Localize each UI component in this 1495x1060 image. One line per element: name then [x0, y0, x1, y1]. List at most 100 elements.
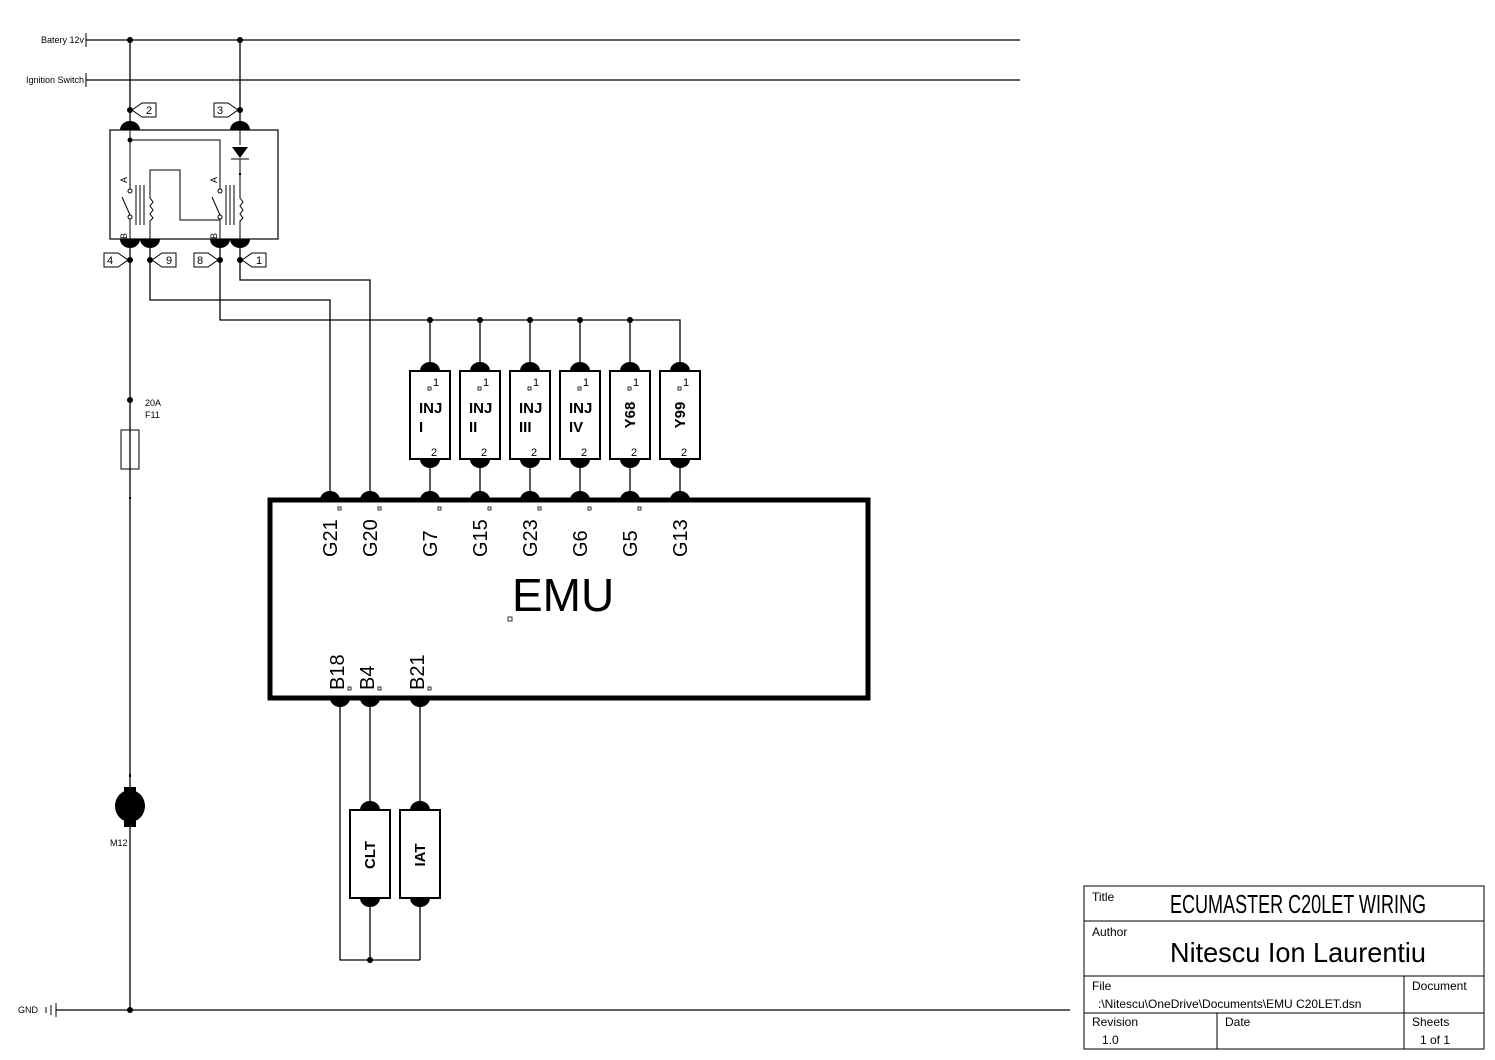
injector-pin1-label: 1 [583, 377, 589, 389]
emu-label: EMU [512, 569, 614, 621]
emu-pin: G6 [570, 491, 592, 557]
pin-marker [477, 386, 482, 391]
injector-pin-cap [420, 362, 440, 371]
injector-label: INJ [419, 400, 442, 417]
pin-marker [437, 506, 442, 511]
injector-pin2-label: 2 [581, 447, 587, 459]
motor-ref: M12 [110, 838, 128, 848]
injector-label: INJ [469, 400, 492, 417]
connector-number: 8 [197, 255, 203, 267]
emu-pin: B18 [327, 654, 352, 707]
junction-dot [127, 397, 133, 403]
connector-tag-shape [151, 252, 177, 268]
pin-marker [577, 386, 582, 391]
sensor-pin-cap [360, 898, 380, 907]
pin-marker [627, 386, 632, 391]
sensor-body [349, 809, 391, 899]
injector-pin1-label: 1 [633, 377, 639, 389]
wire-pin9-g21 [149, 248, 331, 492]
sensor-body [399, 809, 441, 899]
injector-pin1-label: 1 [533, 377, 539, 389]
injector-pin-cap [570, 459, 590, 468]
injector-pin1-label: 1 [433, 377, 439, 389]
injector-pin2-label: 2 [681, 447, 687, 459]
emu-pin-cap [470, 491, 490, 500]
emu-pin-label: G6 [570, 530, 592, 557]
sensor-pin-cap [360, 801, 380, 810]
pin-marker [377, 686, 382, 691]
connector-tag-shape [103, 252, 129, 268]
injector-number: IV [569, 419, 583, 436]
connector-number: 4 [107, 255, 113, 267]
contact-label-b: B [119, 233, 129, 239]
ignition-rail: Ignition Switch [26, 73, 1020, 87]
sheets-value: 1 of 1 [1420, 1033, 1450, 1047]
emu-pin-cap [520, 491, 540, 500]
ground-rail-label: GND [18, 1005, 39, 1015]
sensor: IAT [399, 801, 441, 960]
wire-pin8-injector-bus [219, 248, 681, 362]
diode-icon [232, 147, 248, 158]
date-label: Date [1225, 1015, 1251, 1029]
pin-marker [427, 386, 432, 391]
title-block: Title ECUMASTER C20LET WIRING Author Nit… [1083, 885, 1485, 1050]
injector-pin2-label: 2 [631, 447, 637, 459]
emu-pin-label: G20 [360, 519, 382, 557]
document-label: Document [1412, 979, 1467, 993]
relay-coil-2 [239, 159, 244, 239]
sensor-label: IAT [412, 843, 429, 866]
title-label: Title [1092, 890, 1115, 904]
connector-tag: 2 [127, 102, 157, 118]
connector-tag-shape [193, 252, 219, 268]
connector-tag: 1 [237, 252, 267, 268]
emu-pin-cap [570, 491, 590, 500]
revision-label: Revision [1092, 1015, 1138, 1029]
injector-pin-cap [670, 362, 690, 371]
pin-marker [377, 506, 382, 511]
pin-marker [637, 506, 642, 511]
junction-dot [127, 107, 133, 113]
junction-dot [237, 37, 243, 43]
author-name: Nitescu Ion Laurentiu [1170, 937, 1426, 968]
junction-dot [237, 107, 243, 113]
emu-pin: G15 [470, 491, 492, 557]
pin-marker [337, 506, 342, 511]
contact-label-a: A [119, 177, 129, 183]
emu-pin: G13 [670, 491, 692, 557]
author-label: Author [1092, 925, 1127, 939]
pin-marker [347, 686, 352, 691]
contact-a [127, 188, 133, 194]
contact-label-b: B [209, 233, 219, 239]
sheets-label: Sheets [1412, 1015, 1449, 1029]
contact-b [127, 214, 133, 220]
pin-marker [527, 386, 532, 391]
relay-internal-wire [130, 139, 221, 190]
injector-label: INJ [519, 400, 542, 417]
injector-pin2-label: 2 [431, 447, 437, 459]
connector-tag: 4 [103, 252, 133, 268]
injector-pin1-label: 1 [683, 377, 689, 389]
connector-tag-shape [131, 102, 157, 118]
relay-switch-arm [121, 196, 131, 216]
emu-pin-label: G5 [620, 530, 642, 557]
injector-pin1-label: 1 [483, 377, 489, 389]
emu-origin-marker [507, 616, 513, 622]
junction-dot [367, 957, 373, 963]
injector-pin-cap [620, 362, 640, 371]
injector-pin-cap [420, 459, 440, 468]
injector-body [409, 370, 451, 460]
connector-tag: 9 [147, 252, 177, 268]
injector-pin-cap [470, 362, 490, 371]
connector-tag-shape [213, 102, 239, 118]
emu-pin: G23 [520, 491, 542, 557]
sensor: CLT [349, 801, 391, 960]
relay-pin-cap [140, 239, 160, 248]
title-block-frame [1083, 885, 1485, 1050]
